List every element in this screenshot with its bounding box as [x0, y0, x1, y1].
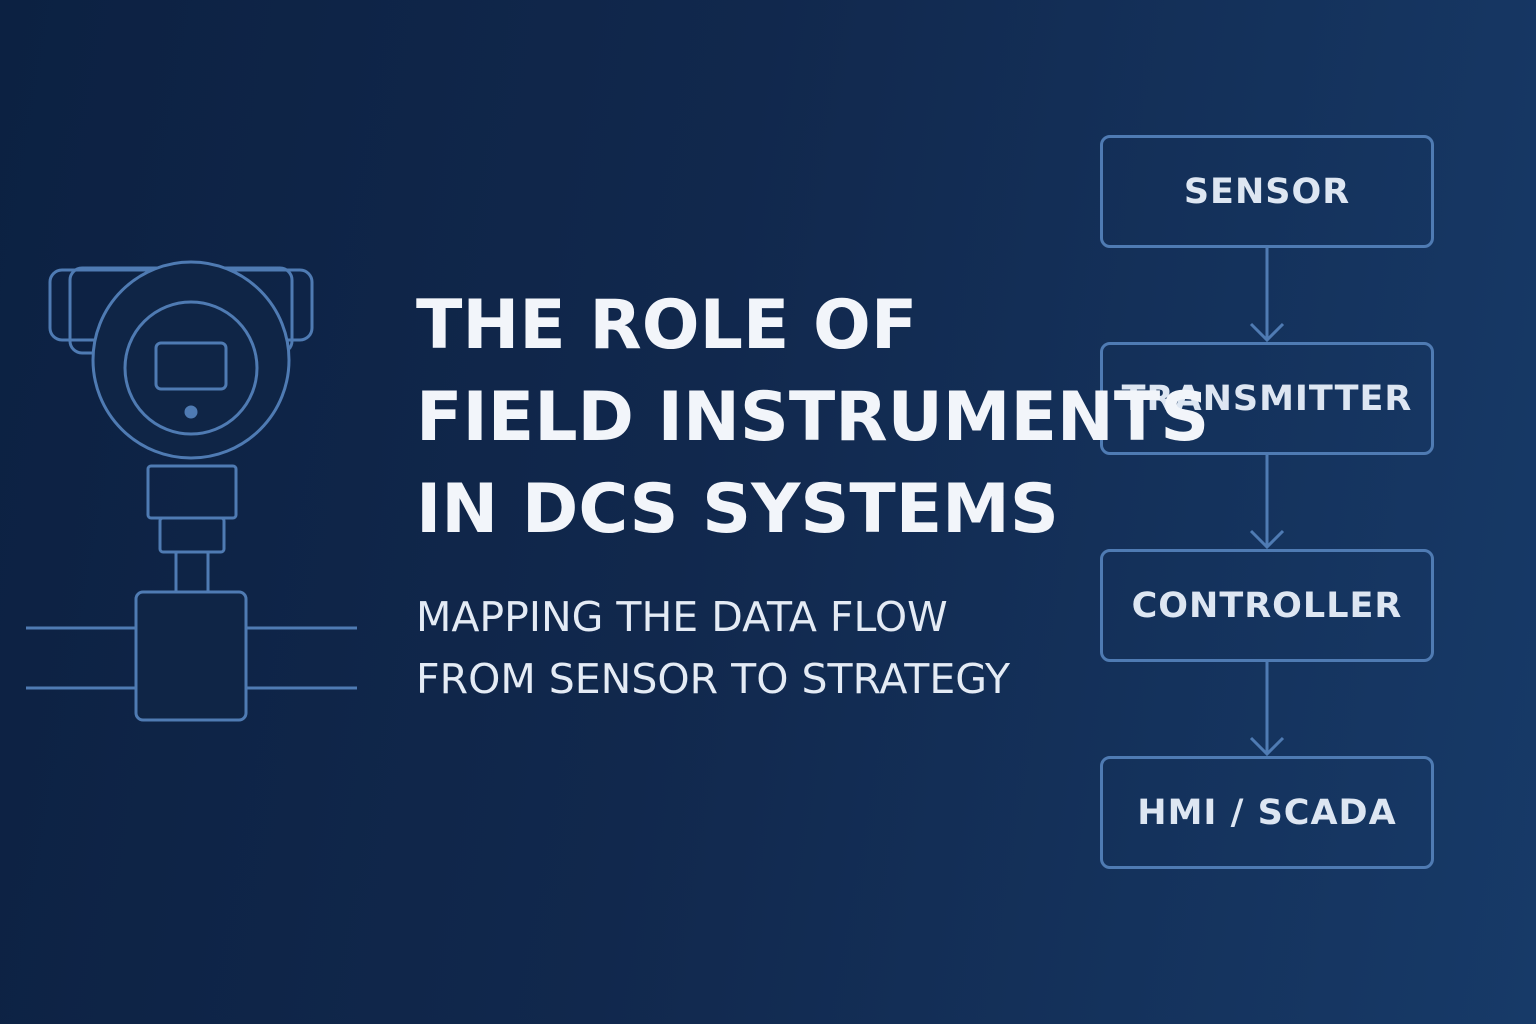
flow-step-label: CONTROLLER: [1131, 585, 1403, 626]
subtitle-line-1: MAPPING THE DATA FLOW: [416, 593, 948, 641]
flow-step-transmitter: TRANSMITTER: [1100, 342, 1434, 455]
title-line-1: THE ROLE OF: [416, 286, 918, 365]
arrow-down-icon: [1249, 662, 1285, 756]
flow-step-hmi-scada: HMI / SCADA: [1100, 756, 1434, 869]
title-line-2: FIELD INSTRUMENTS: [416, 378, 1210, 457]
flow-step-label: SENSOR: [1183, 171, 1351, 212]
flow-step-label: HMI / SCADA: [1137, 792, 1397, 833]
title-line-3: IN DCS SYSTEMS: [416, 470, 1059, 549]
subtitle-line-2: FROM SENSOR TO STRATEGY: [416, 655, 1010, 703]
data-flow-diagram: SENSOR TRANSMITTER CONTROLLER HMI / SCAD…: [1100, 135, 1434, 869]
page-title: THE ROLE OF FIELD INSTRUMENTS IN DCS SYS…: [416, 280, 1210, 556]
subtitle: MAPPING THE DATA FLOW FROM SENSOR TO STR…: [416, 586, 1010, 710]
flow-step-controller: CONTROLLER: [1100, 549, 1434, 662]
arrow-down-icon: [1249, 455, 1285, 549]
arrow-down-icon: [1249, 248, 1285, 342]
flow-step-label: TRANSMITTER: [1121, 378, 1413, 419]
pressure-transmitter-icon: [26, 260, 357, 722]
flow-step-sensor: SENSOR: [1100, 135, 1434, 248]
